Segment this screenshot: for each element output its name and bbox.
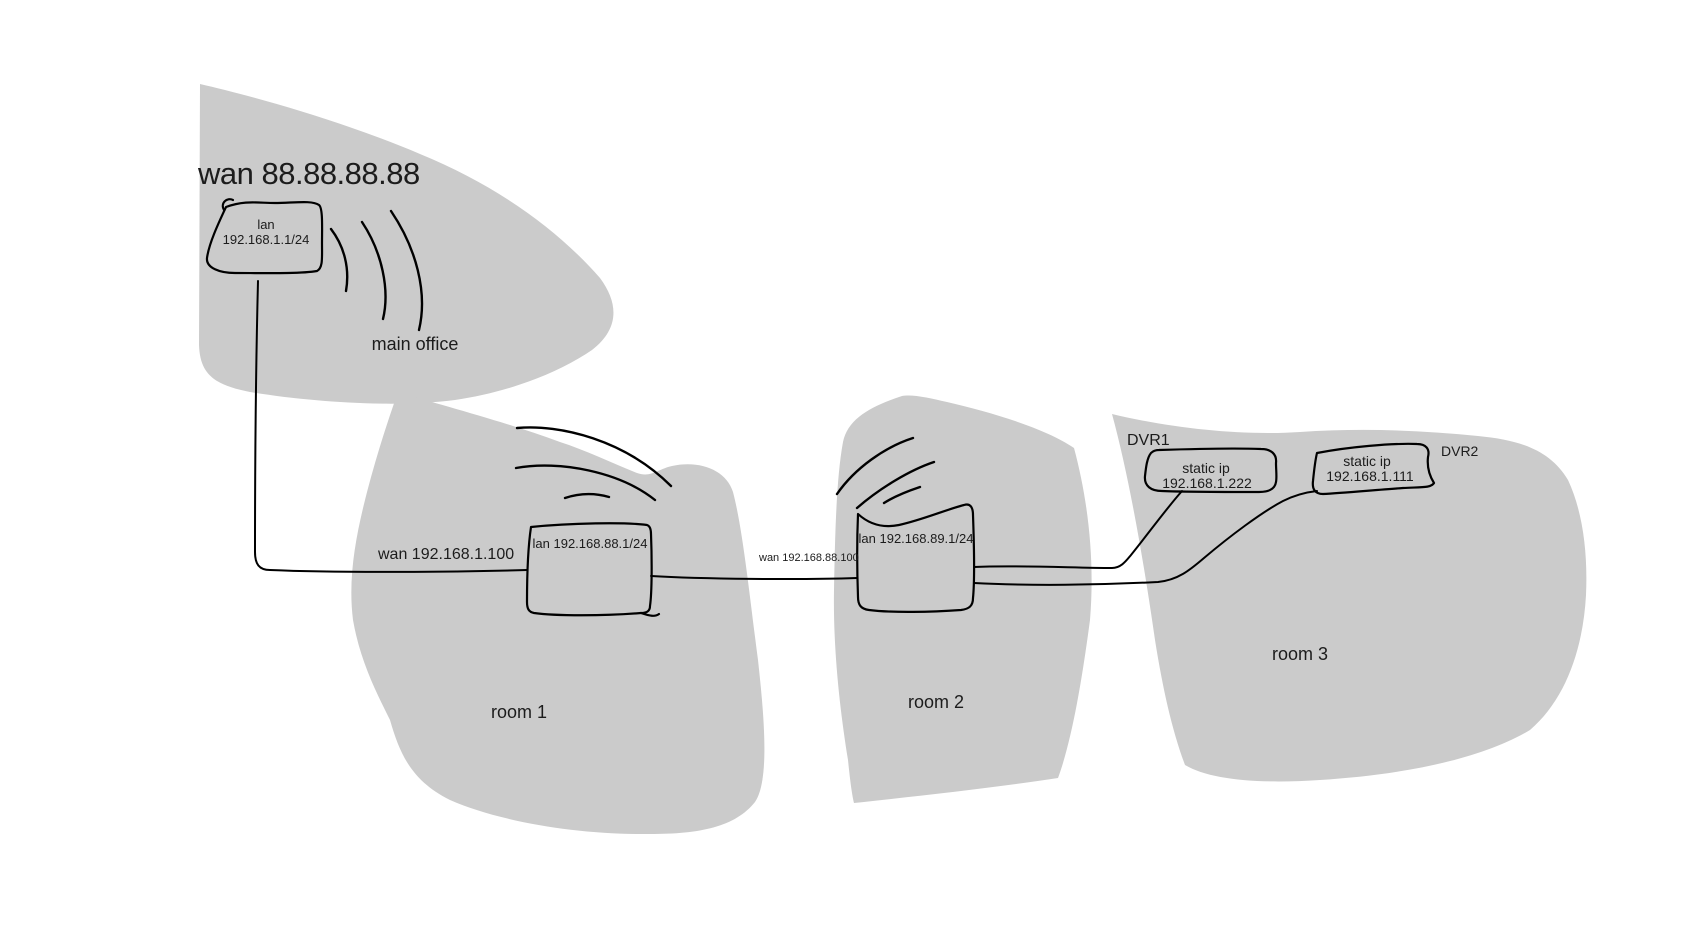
room3-area-shape[interactable] [1112, 414, 1587, 782]
wifi-arc-icon [514, 464, 657, 502]
cable-room2-to-dvr1[interactable] [973, 490, 1183, 569]
room2-wan-label: wan 192.168.88.100 [758, 552, 859, 564]
dvr2-static-ip-label-line1: static ip [1343, 453, 1391, 469]
wifi-arc-icon [855, 460, 936, 510]
room2-area-label: room 2 [908, 692, 964, 712]
room1-area-shape[interactable] [351, 392, 765, 835]
room3-area-label: room 3 [1272, 644, 1328, 664]
dvr1-static-ip-label-line2: 192.168.1.222 [1162, 475, 1252, 491]
main-office-router-node[interactable] [205, 201, 324, 275]
wifi-arc-icon [882, 485, 922, 505]
room1-router-label: lan 192.168.88.1/24 [533, 536, 648, 551]
wifi-arc-icon [515, 426, 673, 488]
main-office-router-node-pen-curl [221, 198, 235, 212]
room2-area-shape[interactable] [833, 395, 1092, 803]
cable-room1-to-room2[interactable] [650, 575, 858, 581]
wifi-arc-icon [389, 209, 424, 332]
dvr1-static-ip-label-line1: static ip [1182, 460, 1230, 476]
wifi-arc-icon [360, 220, 387, 321]
wan-ip-title: wan 88.88.88.88 [197, 156, 420, 191]
dvr1-node[interactable] [1143, 447, 1278, 494]
dvr2-title-label: DVR2 [1441, 443, 1479, 459]
room2-router-node[interactable] [856, 503, 976, 613]
room1-router-node[interactable] [525, 522, 653, 617]
wifi-arc-icon [835, 436, 915, 496]
room1-wifi-signal-icon [514, 426, 673, 502]
dvr2-static-ip-label-line2: 192.168.1.111 [1326, 468, 1414, 484]
cable-room2-to-dvr2[interactable] [973, 490, 1318, 586]
room1-wan-label: wan 192.168.1.100 [377, 546, 514, 563]
cable-mainoffice-to-room1[interactable] [254, 280, 528, 573]
room2-router-label: lan 192.168.89.1/24 [859, 531, 974, 546]
main-office-area-shape[interactable] [199, 84, 614, 404]
main-office-router-label-line2: 192.168.1.1/24 [223, 232, 310, 247]
room1-router-node-pen-tail [639, 611, 661, 617]
room1-area-label: room 1 [491, 702, 547, 722]
dvr1-title-label: DVR1 [1127, 432, 1170, 449]
room2-wifi-signal-icon [835, 436, 936, 510]
main-office-router-label-line1: lan [257, 217, 274, 232]
main-office-wifi-signal-icon [329, 209, 424, 332]
wifi-arc-icon [329, 227, 349, 293]
dvr2-node[interactable] [1311, 442, 1436, 496]
main-office-area-label: main office [372, 334, 459, 354]
wifi-arc-icon [563, 492, 611, 500]
